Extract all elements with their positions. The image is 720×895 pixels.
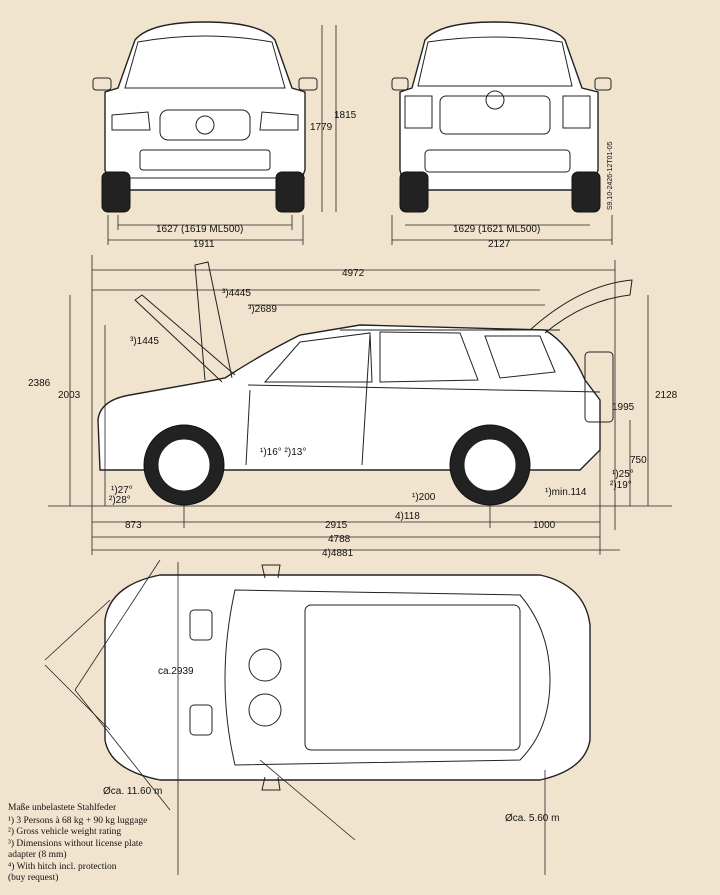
height-label: 2003 xyxy=(58,390,81,401)
length-label: 4788 xyxy=(328,534,351,545)
wheelbase-label: 2915 xyxy=(325,520,348,531)
length-open-label: 4972 xyxy=(342,268,365,279)
length-hitch-label: 4)4881 xyxy=(322,548,354,559)
legend-item: ²) Gross vehicle weight rating xyxy=(8,827,122,837)
rear-code-label: S9.10-2426-12T01-05 xyxy=(607,141,614,210)
turning-rear-label: Øca. 5.60 m xyxy=(505,813,559,824)
rear-height-open-label: 2128 xyxy=(655,390,678,401)
rear-clearance-label: ¹)min.114 xyxy=(545,487,587,498)
side-dimensions: 4972 ³)4445 ³)2689 ³)1445 2386 2003 2128… xyxy=(28,255,678,559)
legend-item: ³) Dimensions without license plate xyxy=(8,838,143,849)
front-width-label: 1911 xyxy=(193,239,215,250)
side-view xyxy=(97,261,633,506)
width-diagonal-label: ca.2939 xyxy=(158,666,194,677)
legend-item: adapter (8 mm) xyxy=(8,850,67,860)
footnote-legend: Maße unbelastete Stahlfeder ¹) 3 Persons… xyxy=(8,803,147,885)
top-view xyxy=(104,564,591,791)
rear-axle-label: 4)118 xyxy=(395,511,420,522)
door-open-label: ³)2689 xyxy=(248,304,277,315)
legend-title: Maße unbelastete Stahlfeder xyxy=(8,803,117,813)
departure-angle-label: ¹)25° xyxy=(612,469,634,480)
legend-item: ⁴) With hitch incl. protection xyxy=(8,861,117,872)
front-height-b-label: 1815 xyxy=(334,110,357,121)
legend-item: ¹) 3 Persons à 68 kg + 90 kg luggage xyxy=(8,815,148,826)
hood-reach-label: ³)1445 xyxy=(130,336,159,347)
hatch-reach-label: ³)4445 xyxy=(222,288,251,299)
height-open-label: 2386 xyxy=(28,378,51,389)
front-track-label: 1627 (1619 ML500) xyxy=(156,224,243,235)
rear-step-label: 750 xyxy=(630,455,647,466)
top-dimensions: ca.2939 Øca. 11.60 m Øca. 5.60 m xyxy=(44,559,559,875)
front-view xyxy=(92,21,318,213)
legend-item: (buy request) xyxy=(8,873,59,883)
rear-view: S9.10-2426-12T01-05 xyxy=(391,21,614,213)
rear-track-label: 1629 (1621 ML500) xyxy=(453,224,540,235)
breakover-angle-label: ¹)16° ²)13° xyxy=(260,447,306,458)
approach-angle-label: ¹)27° xyxy=(111,485,133,496)
front-dimensions: 1627 (1619 ML500) 1911 1779 1815 xyxy=(107,25,357,250)
rear-overhang-label: 1000 xyxy=(533,520,556,531)
front-overhang-label: 873 xyxy=(125,520,142,531)
approach-angle-b-label: ²)28° xyxy=(109,495,131,506)
rear-dimensions: 1629 (1621 ML500) 2127 xyxy=(391,215,613,250)
turning-front-label: Øca. 11.60 m xyxy=(103,786,162,797)
rear-height-label: 1995 xyxy=(612,402,635,413)
ground-clearance-label: ¹)200 xyxy=(412,492,436,503)
departure-angle-b-label: ²)19° xyxy=(610,480,632,491)
rear-width-label: 2127 xyxy=(488,239,511,250)
front-height-label: 1779 xyxy=(310,122,333,133)
